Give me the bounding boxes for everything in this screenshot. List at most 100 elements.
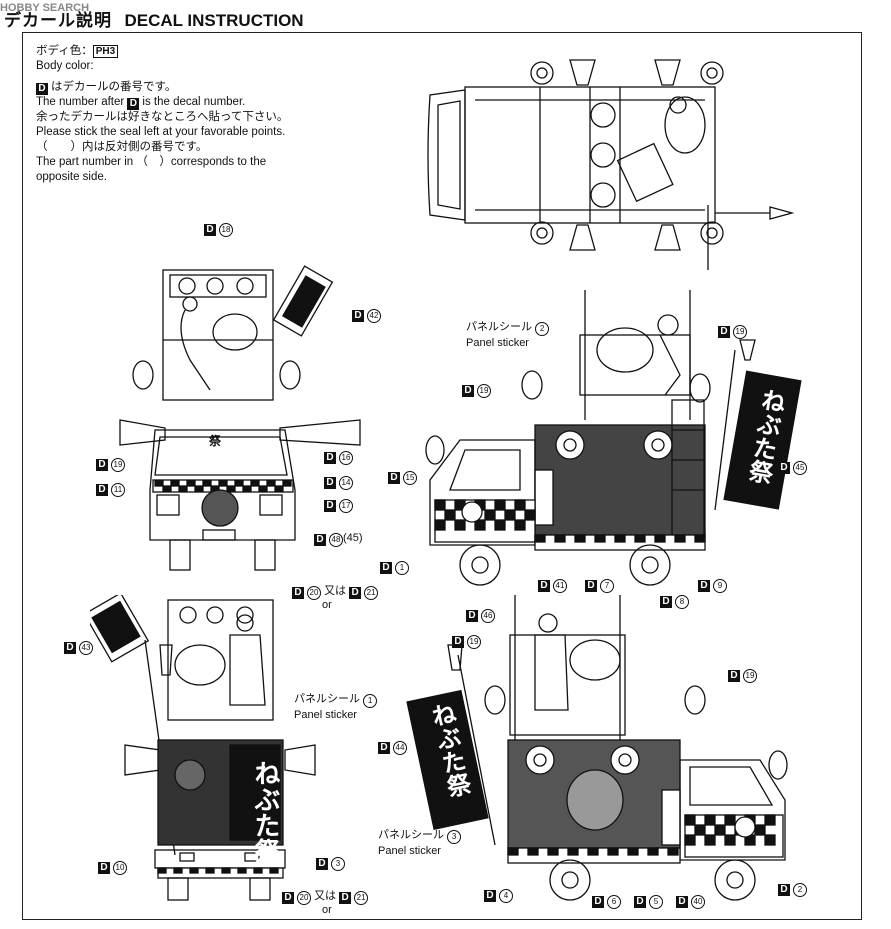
callout-number: 1 [363, 694, 378, 708]
callout-number: 19 [743, 669, 757, 683]
callout-number: 8 [675, 595, 689, 609]
d-marker: D [718, 326, 730, 338]
panel-sticker-en: Panel sticker [378, 845, 441, 857]
d-marker: D [778, 884, 790, 896]
callout-number: 20 [307, 586, 321, 600]
panel-sticker-jp: パネルシール [378, 829, 444, 841]
or-jp: 又は [314, 890, 337, 902]
watermark: HOBBY SEARCH [0, 2, 90, 14]
callout-number: 44 [393, 741, 407, 755]
decal-number-en-pre: The number after [36, 96, 125, 108]
page-title: デカール説明 DECAL INSTRUCTION [4, 6, 304, 31]
d-marker: D [96, 484, 108, 496]
instruction-frame [22, 32, 862, 920]
paren-jp: （ ）内は反対側の番号です。 [36, 141, 208, 153]
leftover-jp: 余ったデカールは好きなところへ貼って下さい。 [36, 111, 289, 123]
top-view-drawing [427, 59, 795, 270]
d-marker: D [127, 98, 140, 110]
side-view-right-drawing [425, 290, 802, 586]
matsuri-lantern-front: 祭 [209, 434, 222, 448]
d-marker: D [339, 892, 352, 904]
front-view-drawing [119, 265, 361, 571]
rear-view-drawing [90, 595, 316, 901]
d-marker: D [698, 580, 710, 592]
d-marker: D [324, 477, 336, 489]
d-marker: D [352, 310, 364, 322]
callout-number: 1 [395, 561, 409, 575]
d-marker: D [728, 670, 740, 682]
d-marker: D [282, 892, 294, 904]
d-marker: D [592, 896, 604, 908]
callout-number: 20 [297, 891, 311, 905]
callout-number: 43 [79, 641, 93, 655]
body-color-en: Body color: [36, 60, 94, 72]
callout-number: 10 [113, 861, 127, 875]
d-marker: D [380, 562, 392, 574]
leftover-en: Please stick the seal left at your favor… [36, 126, 286, 138]
body-color-code: PH3 [92, 45, 119, 58]
callout-number: 18 [219, 223, 233, 237]
callout-number: 9 [713, 579, 727, 593]
panel-sticker-en: Panel sticker [466, 337, 529, 349]
callout-number: 4 [499, 889, 513, 903]
d-marker: D [676, 896, 688, 908]
callout-number: 16 [339, 451, 353, 465]
decal-number-en-post: is the decal number. [142, 96, 246, 108]
paren-en-2: opposite side. [36, 171, 107, 183]
callout-number: 3 [331, 857, 345, 871]
d-marker: D [324, 452, 336, 464]
d-marker: D [660, 596, 672, 608]
body-color-label: ボディ色： [36, 45, 93, 57]
d-marker: D [778, 462, 790, 474]
callout-number: 3 [447, 830, 462, 844]
paren-en-1: The part number in （ ）corresponds to the [36, 156, 267, 168]
callout-number: 19 [477, 384, 491, 398]
side-view-left-drawing [406, 595, 788, 901]
d-marker: D [585, 580, 597, 592]
callout-number: 41 [553, 579, 567, 593]
callout-number: 5 [649, 895, 663, 909]
panel-sticker-jp: パネルシール [294, 693, 360, 705]
body-color-jp: ボディ色：PH3 [36, 44, 336, 59]
callout-number: 17 [339, 499, 353, 513]
d-marker: D [204, 224, 216, 236]
callout-number: 40 [691, 895, 705, 909]
panel-sticker-en: Panel sticker [294, 709, 357, 721]
or-en: or [322, 599, 332, 611]
callout-number: 2 [535, 322, 550, 336]
d-marker: D [466, 610, 478, 622]
callout-number: 19 [111, 458, 125, 472]
d-marker: D [316, 858, 328, 870]
title-en: DECAL INSTRUCTION [124, 11, 304, 30]
d-marker: D [452, 636, 464, 648]
d-marker: D [378, 742, 390, 754]
